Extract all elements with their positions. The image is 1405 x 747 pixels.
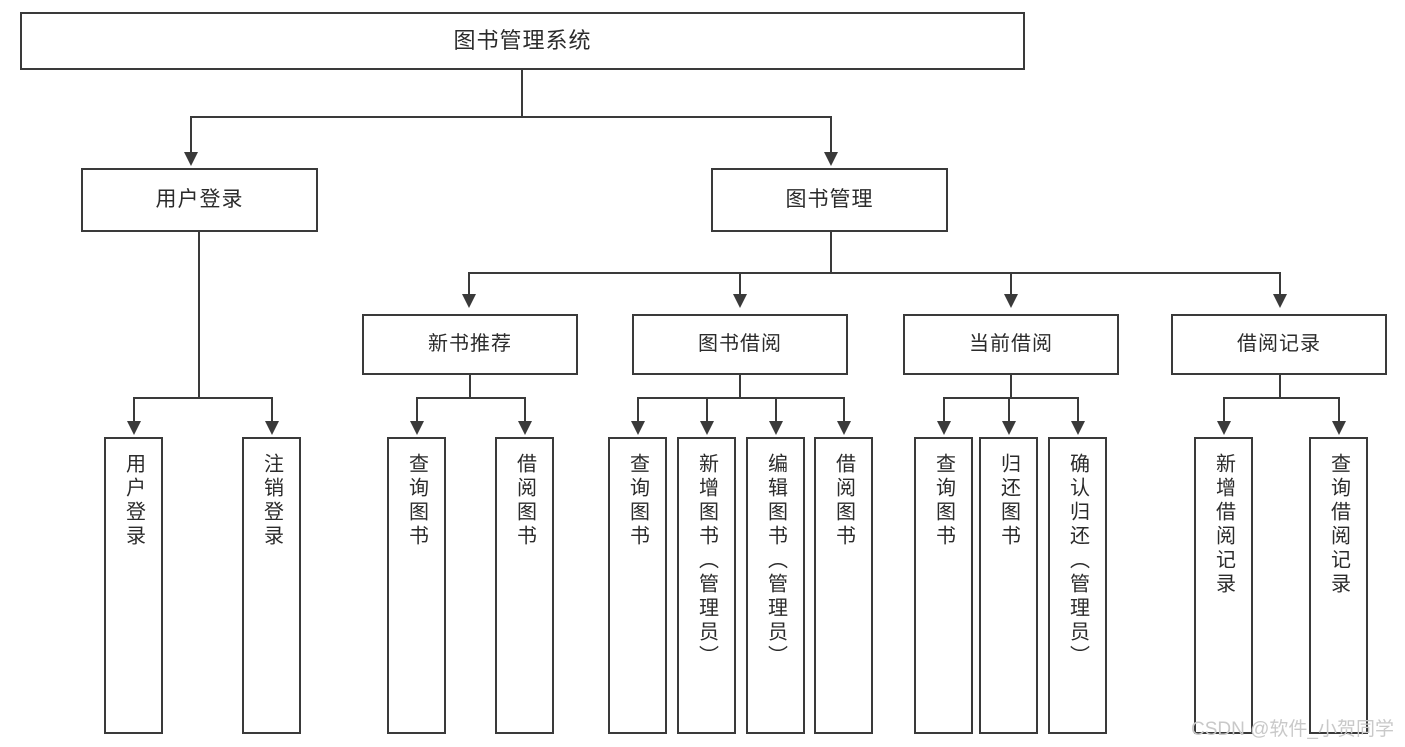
arrowhead-leaf-current-borrow-2	[1071, 421, 1085, 435]
leaf-current-borrow-2[interactable]: 确认归还（管理员）	[1048, 437, 1107, 734]
connector-root-stem	[521, 70, 523, 116]
connector-new-book-to-leaf-0	[416, 397, 418, 423]
connector-current-borrow-to-leaf-0	[943, 397, 945, 423]
leaf-label: 新增借阅记录	[1212, 453, 1235, 597]
leaf-label: 查询图书	[932, 453, 955, 549]
leaf-current-borrow-1[interactable]: 归还图书	[979, 437, 1038, 734]
connector-root-to-user-login	[190, 116, 192, 154]
arrowhead-leaf-borrow-record-1	[1332, 421, 1346, 435]
connector-borrow-record-stem	[1279, 375, 1281, 397]
arrowhead-leaf-user-login-1	[265, 421, 279, 435]
connector-new-book-to-leaf-1	[524, 397, 526, 423]
arrowhead-leaf-current-borrow-1	[1002, 421, 1016, 435]
connector-book-mgmt-to-new-book	[468, 272, 470, 296]
leaf-book-borrow-2[interactable]: 编辑图书（管理员）	[746, 437, 805, 734]
connector-user-login-bus	[133, 397, 272, 399]
connector-current-borrow-stem	[1010, 375, 1012, 397]
connector-current-borrow-to-leaf-1	[1008, 397, 1010, 423]
connector-book-borrow-to-leaf-0	[637, 397, 639, 423]
connector-borrow-record-to-leaf-1	[1338, 397, 1340, 423]
connector-current-borrow-to-leaf-2	[1077, 397, 1079, 423]
node-label: 新书推荐	[428, 333, 512, 355]
node-label: 图书借阅	[698, 333, 782, 355]
connector-borrow-record-bus	[1223, 397, 1339, 399]
arrowhead-current-borrow	[1004, 294, 1018, 308]
leaf-label: 确认归还（管理员）	[1066, 453, 1089, 669]
node-label: 用户登录	[155, 187, 244, 211]
node-current-borrow[interactable]: 当前借阅	[903, 314, 1119, 375]
leaf-label: 借阅图书	[513, 453, 536, 549]
node-label: 图书管理系统	[453, 28, 592, 54]
arrowhead-book-mgmt	[824, 152, 838, 166]
node-borrow-record[interactable]: 借阅记录	[1171, 314, 1387, 375]
connector-root-bus	[190, 116, 832, 118]
arrowhead-new-book-recommend	[462, 294, 476, 308]
connector-book-mgmt-to-borrow-record	[1279, 272, 1281, 296]
connector-book-mgmt-to-current-borrow	[1010, 272, 1012, 296]
connector-current-borrow-bus	[943, 397, 1079, 399]
leaf-label: 新增图书（管理员）	[695, 453, 718, 669]
leaf-new-book-recommend-1[interactable]: 借阅图书	[495, 437, 554, 734]
leaf-label: 查询图书	[626, 453, 649, 549]
node-label: 当前借阅	[969, 333, 1053, 355]
leaf-label: 借阅图书	[832, 453, 855, 549]
connector-new-book-bus	[416, 397, 526, 399]
arrowhead-leaf-borrow-record-0	[1217, 421, 1231, 435]
leaf-new-book-recommend-0[interactable]: 查询图书	[387, 437, 446, 734]
leaf-book-borrow-0[interactable]: 查询图书	[608, 437, 667, 734]
node-label: 图书管理	[785, 187, 874, 211]
node-root-system[interactable]: 图书管理系统	[20, 12, 1025, 70]
connector-book-borrow-to-leaf-1	[706, 397, 708, 423]
arrowhead-leaf-book-borrow-0	[631, 421, 645, 435]
connector-borrow-record-to-leaf-0	[1223, 397, 1225, 423]
arrowhead-leaf-book-borrow-1	[700, 421, 714, 435]
arrowhead-leaf-book-borrow-2	[769, 421, 783, 435]
leaf-label: 编辑图书（管理员）	[764, 453, 787, 669]
leaf-current-borrow-0[interactable]: 查询图书	[914, 437, 973, 734]
leaf-borrow-record-0[interactable]: 新增借阅记录	[1194, 437, 1253, 734]
connector-new-book-stem	[469, 375, 471, 397]
leaf-borrow-record-1[interactable]: 查询借阅记录	[1309, 437, 1368, 734]
connector-user-login-stem	[198, 232, 200, 397]
connector-book-borrow-to-leaf-3	[843, 397, 845, 423]
connector-user-login-to-leaf-0	[133, 397, 135, 423]
leaf-book-borrow-1[interactable]: 新增图书（管理员）	[677, 437, 736, 734]
node-book-management[interactable]: 图书管理	[711, 168, 948, 232]
arrowhead-user-login	[184, 152, 198, 166]
arrowhead-leaf-book-borrow-3	[837, 421, 851, 435]
arrowhead-book-borrow	[733, 294, 747, 308]
connector-user-login-to-leaf-1	[271, 397, 273, 423]
arrowhead-leaf-user-login-0	[127, 421, 141, 435]
arrowhead-leaf-new-book-0	[410, 421, 424, 435]
node-book-borrow[interactable]: 图书借阅	[632, 314, 848, 375]
leaf-user-login-1[interactable]: 注销登录	[242, 437, 301, 734]
arrowhead-leaf-current-borrow-0	[937, 421, 951, 435]
connector-book-borrow-stem	[739, 375, 741, 397]
leaf-user-login-0[interactable]: 用户登录	[104, 437, 163, 734]
node-user-login[interactable]: 用户登录	[81, 168, 318, 232]
leaf-label: 查询借阅记录	[1327, 453, 1350, 597]
node-label: 借阅记录	[1237, 333, 1321, 355]
leaf-label: 注销登录	[260, 453, 283, 549]
arrowhead-leaf-new-book-1	[518, 421, 532, 435]
connector-book-borrow-bus	[637, 397, 844, 399]
node-new-book-recommend[interactable]: 新书推荐	[362, 314, 578, 375]
leaf-label: 归还图书	[997, 453, 1020, 549]
leaf-label: 用户登录	[122, 453, 145, 549]
connector-book-mgmt-bus	[468, 272, 1280, 274]
leaf-book-borrow-3[interactable]: 借阅图书	[814, 437, 873, 734]
connector-book-borrow-to-leaf-2	[775, 397, 777, 423]
connector-book-mgmt-stem	[830, 232, 832, 272]
leaf-label: 查询图书	[405, 453, 428, 549]
arrowhead-borrow-record	[1273, 294, 1287, 308]
connector-book-mgmt-to-book-borrow	[739, 272, 741, 296]
connector-root-to-book-mgmt	[830, 116, 832, 154]
